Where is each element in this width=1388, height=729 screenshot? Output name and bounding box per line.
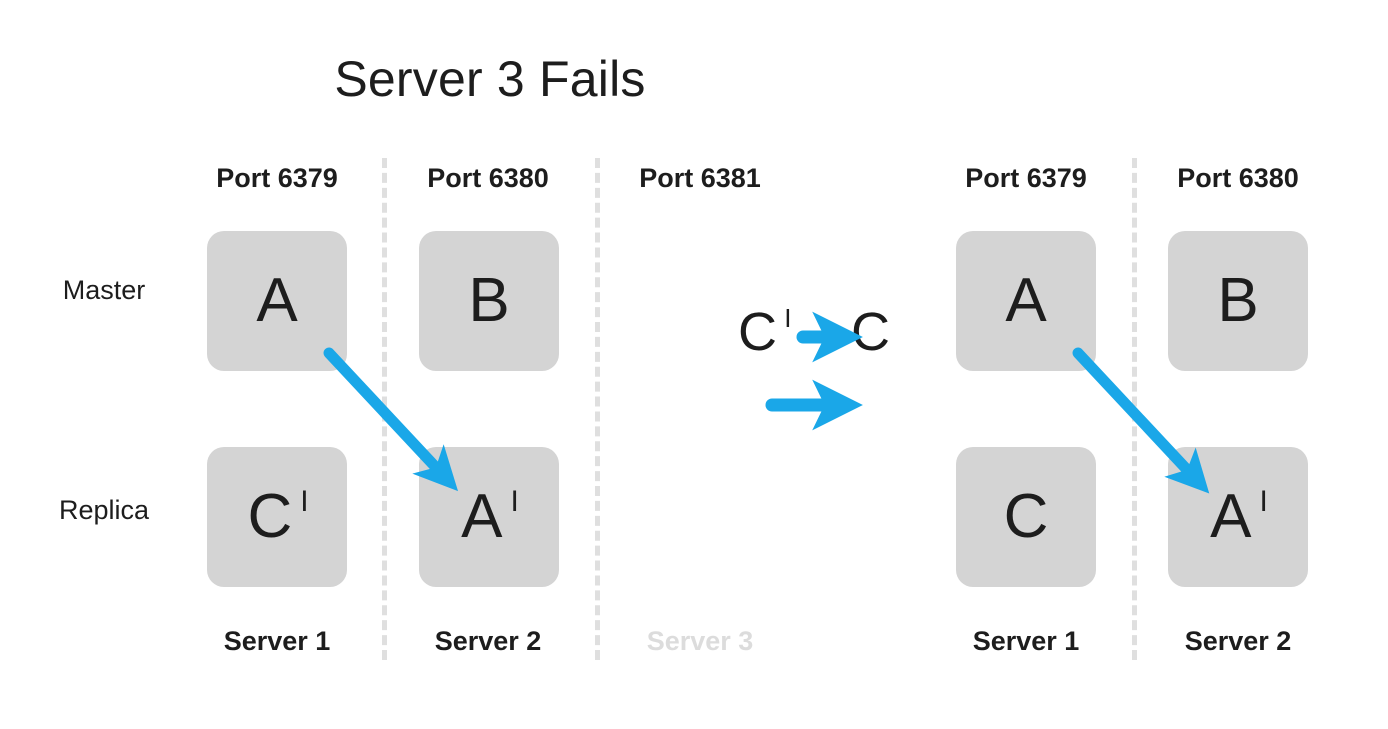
port-label-right-2: Port 6380 — [1177, 163, 1299, 193]
column-divider-right-1 — [1132, 158, 1137, 660]
node-letter: A — [256, 266, 298, 335]
node-letter: A — [1005, 266, 1047, 335]
node-box-left-replica-server2[interactable]: A I — [419, 447, 559, 587]
transition-from-letter: C I — [738, 302, 792, 362]
page-title: Server 3 Fails — [334, 51, 646, 107]
transition-annotation: C I — [738, 302, 792, 362]
port-label-left-2: Port 6380 — [427, 163, 549, 193]
port-label-right-1: Port 6379 — [965, 163, 1087, 193]
node-letter: C I — [247, 482, 309, 551]
node-letter: B — [1217, 266, 1259, 335]
node-letter: C — [1003, 482, 1049, 551]
row-label-replica: Replica — [58, 495, 150, 525]
node-box-left-master-server1[interactable]: A — [207, 231, 347, 371]
node-letter: A I — [461, 482, 519, 551]
node-box-left-master-server2[interactable]: B — [419, 231, 559, 371]
port-label-left-1: Port 6379 — [216, 163, 338, 193]
server-label-left-2: Server 2 — [434, 626, 542, 656]
node-letter: B — [468, 266, 510, 335]
node-box-left-replica-server1[interactable]: C I — [207, 447, 347, 587]
node-box-right-replica-server2[interactable]: A I — [1168, 447, 1308, 587]
row-label-master: Master — [62, 275, 146, 305]
transition-to-label: C — [851, 305, 890, 359]
port-label-left-3: Port 6381 — [639, 163, 761, 193]
server-label-left-1: Server 1 — [223, 626, 331, 656]
server-label-right-1: Server 1 — [972, 626, 1080, 656]
node-letter: A I — [1210, 482, 1268, 551]
column-divider-left-1 — [382, 158, 387, 660]
transition-to-letter: C — [851, 302, 890, 362]
node-box-right-master-server1[interactable]: A — [956, 231, 1096, 371]
column-divider-left-2 — [595, 158, 600, 660]
node-box-right-replica-server1[interactable]: C — [956, 447, 1096, 587]
server-label-right-2: Server 2 — [1184, 626, 1292, 656]
node-box-right-master-server2[interactable]: B — [1168, 231, 1308, 371]
server-label-left-3: Server 3 — [646, 626, 754, 656]
